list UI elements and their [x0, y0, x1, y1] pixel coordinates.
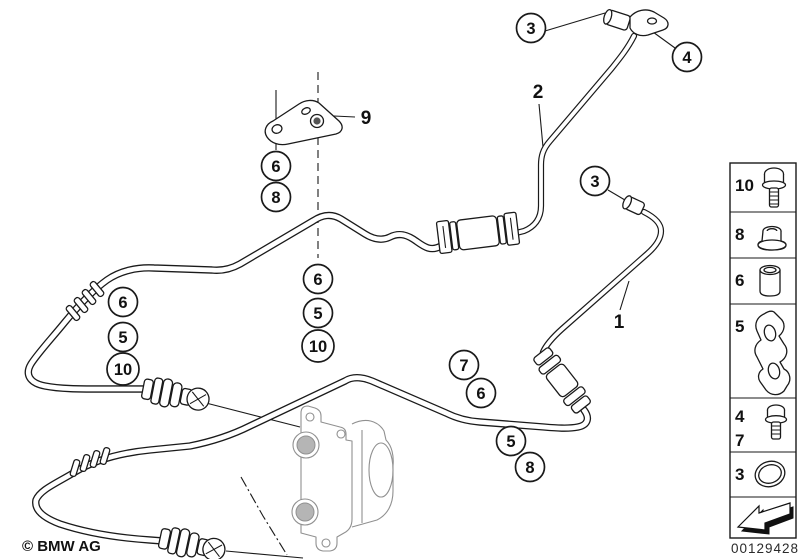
svg-text:2: 2 [533, 82, 544, 103]
svg-text:6: 6 [735, 271, 744, 290]
callout-10-left[interactable]: 10 [106, 352, 140, 386]
svg-text:4: 4 [735, 407, 745, 426]
svg-text:3: 3 [590, 173, 599, 191]
pipe-clamp-bracket-icon [754, 310, 791, 396]
pipe-end-fitting-top [603, 8, 669, 37]
legend-item-5[interactable]: 5 [735, 310, 791, 396]
legend-item-8[interactable]: 8 [735, 225, 787, 251]
callout-5-mid[interactable]: 5 [302, 297, 334, 329]
feed-pipe-line2 [24, 32, 638, 411]
svg-text:6: 6 [271, 158, 280, 176]
svg-text:1: 1 [614, 312, 625, 333]
legend-item-3[interactable]: 3 [735, 457, 788, 490]
callout-6-mid[interactable]: 6 [302, 263, 334, 295]
callout-6-bracket[interactable]: 6 [260, 150, 292, 182]
legend-item-10[interactable]: 10 [735, 167, 787, 208]
quick-connect-fitting-bottom [157, 527, 226, 559]
mounting-bracket [264, 99, 343, 146]
svg-text:5: 5 [506, 433, 515, 451]
return-pipe-line1 [32, 195, 665, 559]
callout-5-cooler[interactable]: 5 [495, 425, 527, 457]
hex-flange-bolt-icon [761, 167, 787, 208]
svg-text:5: 5 [118, 329, 127, 347]
callout-4-bolt-top[interactable]: 4 [671, 41, 703, 73]
o-ring-icon [754, 460, 786, 488]
svg-text:9: 9 [361, 108, 372, 129]
svg-text:10: 10 [735, 176, 754, 195]
callout-7-cooler[interactable]: 7 [448, 349, 480, 381]
hose-connector-sleeve [533, 347, 591, 414]
inline-connector [435, 211, 521, 255]
callout-5-left[interactable]: 5 [107, 321, 139, 353]
hex-bolt-icon [764, 404, 788, 440]
part-label-9[interactable]: 9 [361, 108, 372, 129]
svg-text:3: 3 [526, 20, 535, 38]
image-code: 00129428 [731, 541, 799, 556]
hose-sleeve-ribs [65, 280, 105, 322]
svg-text:5: 5 [735, 317, 744, 336]
legend-item-4-7[interactable]: 4 7 [735, 404, 788, 450]
svg-text:6: 6 [476, 385, 485, 403]
svg-text:7: 7 [735, 431, 744, 450]
svg-text:3: 3 [735, 465, 744, 484]
part-label-1[interactable]: 1 [614, 312, 625, 333]
transmission-oil-cooler-reference [291, 405, 394, 552]
svg-text:8: 8 [735, 225, 744, 244]
svg-text:10: 10 [309, 338, 327, 356]
direction-arrow-icon [736, 502, 794, 535]
quick-connect-fitting-top [141, 377, 210, 411]
callout-10-mid[interactable]: 10 [301, 329, 335, 363]
svg-text:6: 6 [313, 271, 322, 289]
svg-text:7: 7 [459, 357, 468, 375]
svg-text:8: 8 [271, 189, 280, 207]
callout-3-fitting-mid[interactable]: 3 [579, 165, 611, 197]
callout-6-cooler[interactable]: 6 [465, 377, 497, 409]
legend-sidebar: 10 8 6 [729, 162, 797, 539]
leader-lines [205, 12, 676, 559]
part-label-2[interactable]: 2 [533, 82, 544, 103]
callout-6-left[interactable]: 6 [107, 286, 139, 318]
svg-text:5: 5 [313, 305, 322, 323]
legend-item-6[interactable]: 6 [735, 264, 781, 297]
legend-item-direction[interactable] [736, 502, 794, 535]
pipe-nipple-fitting [622, 195, 645, 216]
hose-sleeve-ribs-lower [69, 446, 111, 478]
svg-text:8: 8 [525, 459, 534, 477]
spacer-sleeve-icon [759, 264, 781, 297]
copyright-text: © BMW AG [22, 538, 101, 555]
svg-text:6: 6 [118, 294, 127, 312]
svg-text:10: 10 [114, 361, 132, 379]
callout-3-fitting-top[interactable]: 3 [515, 12, 547, 44]
callout-8-cooler[interactable]: 8 [514, 451, 546, 483]
callout-8-bracket[interactable]: 8 [260, 181, 292, 213]
svg-text:4: 4 [682, 49, 692, 67]
flange-nut-icon [757, 225, 787, 251]
